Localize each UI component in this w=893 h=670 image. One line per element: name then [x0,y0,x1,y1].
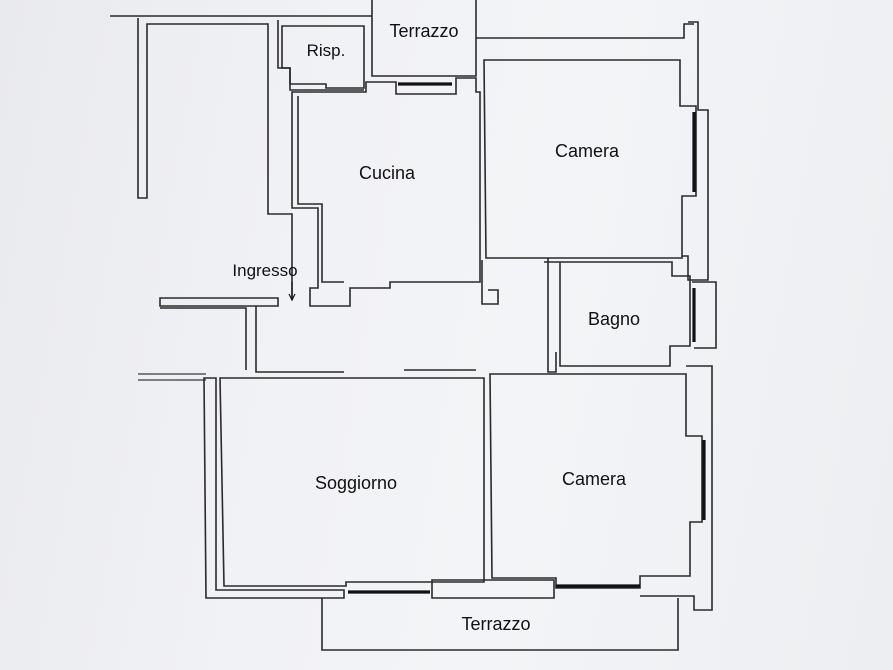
upper-bedroom [481,21,709,305]
top-terrace [110,0,694,77]
kitchen-room [291,77,481,307]
bottom-terrace [321,579,679,651]
bathroom-room [544,258,717,373]
label-risp: Risp. [307,41,346,60]
label-soggiorno: Soggiorno [315,473,397,493]
label-camera-bottom: Camera [562,469,627,489]
entrance-arrow-icon [288,282,296,302]
left-stair-walls [137,18,364,300]
label-terrazzo-bottom: Terrazzo [461,614,530,634]
label-cucina: Cucina [359,163,416,183]
label-bagno: Bagno [588,309,640,329]
label-camera-top: Camera [555,141,620,161]
risp-room [281,25,365,89]
label-ingresso: Ingresso [232,261,297,280]
living-room [203,377,485,599]
label-terrazzo-top: Terrazzo [389,21,458,41]
hall [138,297,476,381]
lower-bedroom [489,365,713,611]
